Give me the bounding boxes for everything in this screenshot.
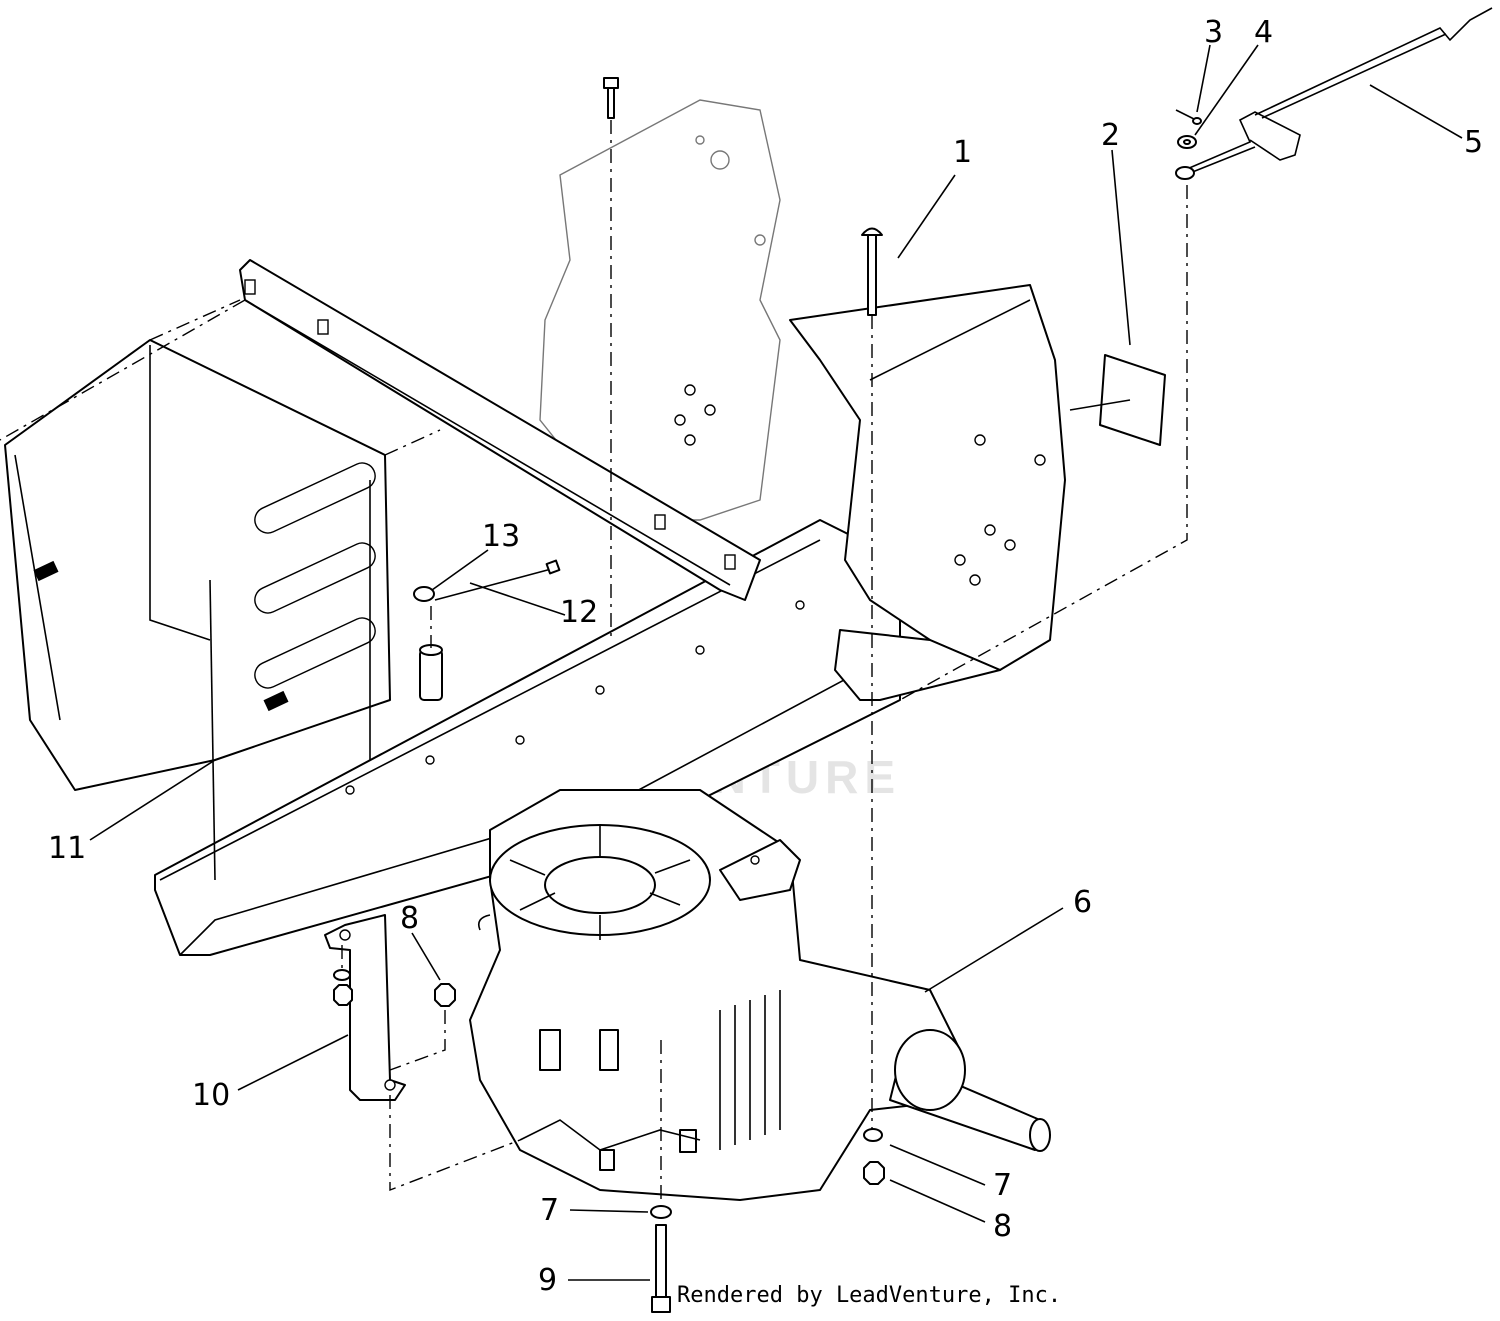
callout-6: 6 (1073, 885, 1092, 920)
callout-labels: 1 2 3 4 5 6 7 7 8 8 9 10 11 12 13 (48, 15, 1483, 1298)
callout-7-bottom: 7 (540, 1193, 559, 1228)
callout-8-right: 8 (993, 1209, 1012, 1244)
bracket-part-10 (324, 914, 406, 1101)
nut-part-8-left (434, 983, 456, 1007)
washer-nut-right (863, 1128, 885, 1185)
bolt-part-12 (434, 559, 561, 601)
callout-13: 13 (482, 519, 520, 554)
assembly-lines (0, 120, 1188, 1205)
washer-nut-bracket (333, 969, 353, 1006)
spacer-part-13 (413, 586, 443, 701)
upright-panel-light (539, 99, 781, 521)
callout-7-right: 7 (993, 1168, 1012, 1203)
bolt-top-left (603, 77, 619, 119)
bolt-part-1 (861, 227, 883, 316)
render-credit: Rendered by LeadVenture, Inc. (677, 1283, 1061, 1308)
leader-lines (89, 44, 1463, 1281)
callout-3: 3 (1204, 15, 1223, 50)
washer-part-4 (1177, 135, 1197, 149)
callout-5: 5 (1464, 125, 1483, 160)
callout-10: 10 (192, 1078, 230, 1113)
transaxle-part-6 (469, 789, 1051, 1201)
callout-4: 4 (1254, 15, 1273, 50)
callout-2: 2 (1101, 118, 1120, 153)
callout-12: 12 (560, 595, 598, 630)
cotter-pin-part-3 (1175, 109, 1202, 125)
callout-9: 9 (538, 1263, 557, 1298)
callout-8-left: 8 (400, 901, 419, 936)
washer-bolt-bottom (650, 1205, 672, 1313)
callout-1: 1 (953, 135, 972, 170)
main-frame-part-11 (4, 259, 1066, 956)
callout-11: 11 (48, 831, 86, 866)
control-rod-part-5 (1175, 7, 1493, 180)
retaining-clip (477, 914, 491, 931)
decal-part-2 (1099, 354, 1166, 446)
